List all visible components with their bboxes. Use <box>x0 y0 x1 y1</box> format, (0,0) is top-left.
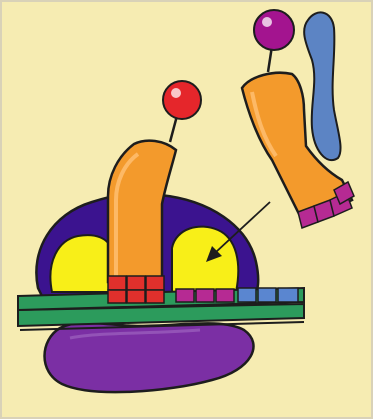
codon-block-blue <box>238 288 256 302</box>
codon-block-blue <box>258 288 276 302</box>
magenta-amino-acid-highlight <box>262 17 272 27</box>
codon-block-blue <box>278 288 298 302</box>
anticodon-block-red <box>108 290 126 303</box>
magenta-amino-acid <box>254 10 294 50</box>
red-amino-acid-highlight <box>171 88 181 98</box>
codon-block-magenta <box>216 289 234 302</box>
a-site-pocket <box>172 227 238 292</box>
anticodon-block-red <box>146 290 164 303</box>
codon-block-magenta <box>176 289 194 302</box>
p-site-anticodon <box>108 276 164 303</box>
anticodon-block-red <box>146 276 164 290</box>
anticodon-block-red <box>108 276 126 290</box>
anticodon-block-red <box>127 276 145 290</box>
codon-block-magenta <box>196 289 214 302</box>
anticodon-block-red <box>127 290 145 303</box>
red-amino-acid <box>163 81 201 119</box>
